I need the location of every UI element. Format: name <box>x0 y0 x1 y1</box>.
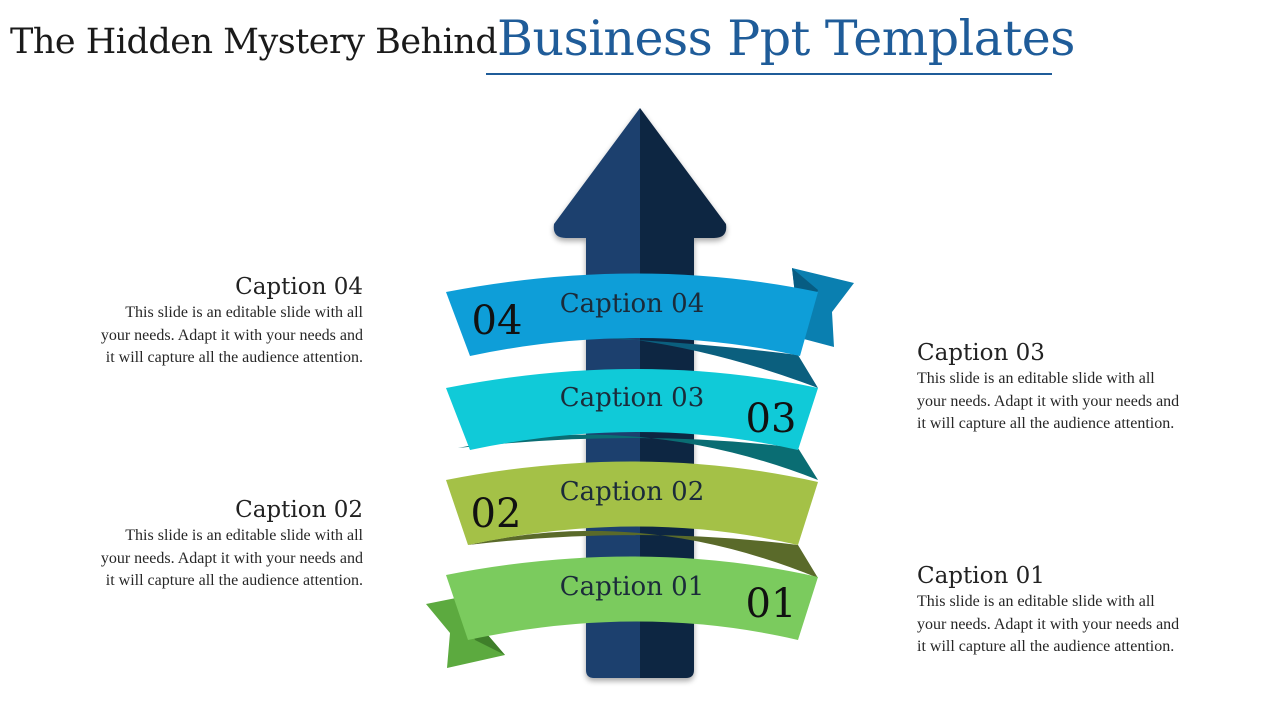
title-underline <box>486 73 1052 75</box>
description-caption-01: Caption 01 This slide is an editable sli… <box>917 563 1187 659</box>
description-caption-01-body: This slide is an editable slide with all… <box>917 593 1180 655</box>
description-caption-02: Caption 02 This slide is an editable sli… <box>93 497 363 593</box>
banner-03-fold <box>458 434 818 480</box>
description-caption-01-title: Caption 01 <box>917 563 1045 589</box>
description-caption-04-title: Caption 04 <box>235 274 363 300</box>
banner-04-number: 04 <box>472 298 523 344</box>
description-caption-03: Caption 03 This slide is an editable sli… <box>917 340 1187 436</box>
description-caption-03-body: This slide is an editable slide with all… <box>917 370 1180 432</box>
banner-02-number: 02 <box>471 491 522 537</box>
banner-01: 01 Caption 01 <box>446 556 818 640</box>
description-caption-04-body: This slide is an editable slide with all… <box>100 304 363 366</box>
banner-03: 03 Caption 03 <box>446 369 818 450</box>
slide-title-lead: The Hidden Mystery Behind <box>10 22 498 62</box>
description-caption-02-title: Caption 02 <box>235 497 363 523</box>
banner-02: 02 Caption 02 <box>446 461 818 545</box>
slide-title-highlight: Business Ppt Templates <box>497 10 1075 67</box>
banner-04: 04 Caption 04 <box>446 273 818 356</box>
banner-01-number: 01 <box>746 581 797 627</box>
description-caption-02-body: This slide is an editable slide with all… <box>100 527 363 589</box>
banner-04-label: Caption 04 <box>560 289 705 319</box>
banner-01-tail <box>426 598 505 668</box>
banner-03-label: Caption 03 <box>560 383 705 413</box>
description-caption-04: Caption 04 This slide is an editable sli… <box>93 274 363 370</box>
description-caption-03-title: Caption 03 <box>917 340 1045 366</box>
banner-04-fold <box>470 332 818 388</box>
banner-02-label: Caption 02 <box>560 477 705 507</box>
banner-02-fold <box>468 530 818 578</box>
banner-01-label: Caption 01 <box>560 572 705 602</box>
banner-03-number: 03 <box>746 396 797 442</box>
